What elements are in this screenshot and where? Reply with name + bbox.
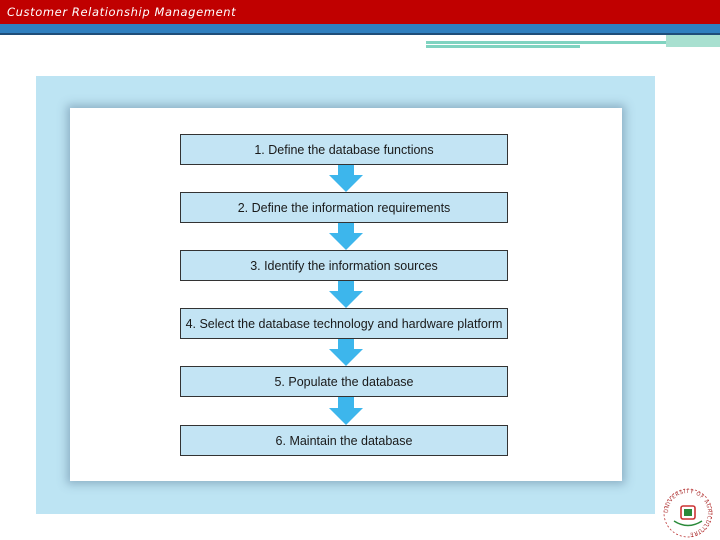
step-box-2: 2. Define the information requirements <box>180 192 508 223</box>
step-box-4: 4. Select the database technology and ha… <box>180 308 508 339</box>
accent-stripe <box>426 45 580 48</box>
step-box-3: 3. Identify the information sources <box>180 250 508 281</box>
step-box-1: 1. Define the database functions <box>180 134 508 165</box>
step-box-6: 6. Maintain the database <box>180 425 508 456</box>
header-stripe-blue <box>0 24 720 33</box>
accent-stripe <box>426 41 666 44</box>
header-title: Customer Relationship Management <box>7 5 237 19</box>
arrow-down-icon <box>329 397 363 425</box>
step-box-5: 5. Populate the database <box>180 366 508 397</box>
arrow-down-icon <box>329 339 363 366</box>
header-bar: Customer Relationship Management <box>0 0 720 24</box>
header-stripe-dark <box>0 33 720 35</box>
arrow-down-icon <box>329 281 363 308</box>
university-seal-icon: UNIVERSITY OF AGRICULTURE <box>663 488 713 538</box>
accent-stripe <box>666 35 720 47</box>
arrow-down-icon <box>329 223 363 250</box>
arrow-down-icon <box>329 165 363 192</box>
